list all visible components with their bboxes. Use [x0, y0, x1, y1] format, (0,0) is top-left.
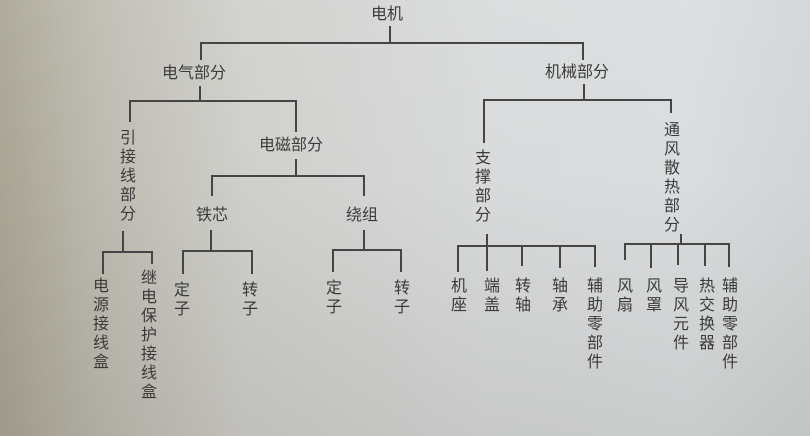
node-relay-protection-junction-box: 继电保护接线盒	[140, 268, 157, 401]
node-heat-exchanger: 热交换器	[698, 276, 715, 352]
node-mechanical-part: 机械部分	[545, 62, 610, 81]
node-root-motor: 电机	[371, 4, 404, 23]
node-end-cover: 端盖	[483, 276, 500, 314]
node-winding: 绕组	[346, 205, 379, 224]
node-base: 机座	[450, 276, 467, 314]
node-air-guide-element: 导风元件	[672, 276, 689, 352]
node-support-part: 支撑部分	[474, 148, 491, 224]
node-lead-wire-part: 引接线部分	[119, 128, 136, 223]
node-fan: 风扇	[616, 276, 633, 314]
node-shaft: 转轴	[514, 276, 531, 314]
node-bearing: 轴承	[551, 276, 568, 314]
node-winding-stator: 定子	[325, 278, 342, 316]
node-electrical-part: 电气部分	[162, 63, 227, 82]
node-power-junction-box: 电源接线盒	[92, 276, 109, 371]
node-ventilation-part: 通风散热部分	[663, 120, 680, 234]
node-fan-cover: 风罩	[645, 276, 662, 314]
node-core-rotor: 转子	[241, 280, 258, 318]
node-ventilation-auxiliary-parts: 辅助零部件	[721, 276, 738, 371]
node-electromagnetic-part: 电磁部分	[259, 135, 324, 154]
node-iron-core: 铁芯	[196, 205, 229, 224]
node-support-auxiliary-parts: 辅助零部件	[586, 276, 603, 371]
node-winding-rotor: 转子	[393, 278, 410, 316]
node-core-stator: 定子	[173, 280, 190, 318]
